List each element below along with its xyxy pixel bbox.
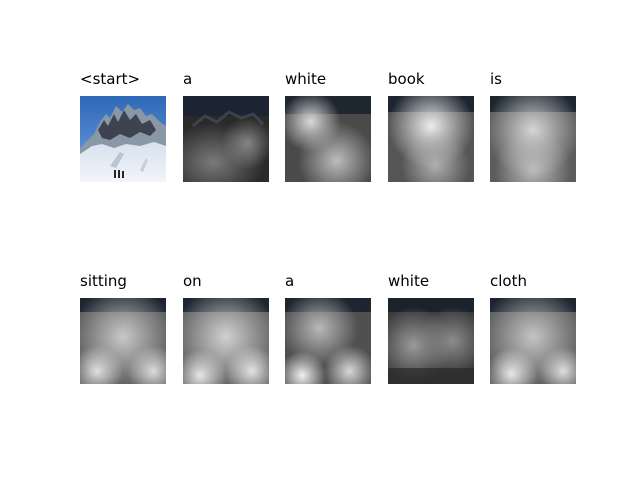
attention-map: [80, 298, 166, 384]
attention-map: [490, 96, 576, 182]
word-label: is: [490, 70, 502, 88]
attention-map: [388, 298, 474, 384]
word-label: <start>: [80, 70, 141, 88]
word-label: on: [183, 272, 202, 290]
word-label: a: [183, 70, 193, 88]
attention-map: [183, 96, 269, 182]
attention-map: [183, 298, 269, 384]
word-label: book: [388, 70, 425, 88]
attention-map: [285, 298, 371, 384]
attention-map: [490, 298, 576, 384]
word-label: white: [285, 70, 327, 88]
attention-map: [285, 96, 371, 182]
word-label: white: [388, 272, 430, 290]
original-image: [80, 96, 166, 182]
word-label: cloth: [490, 272, 527, 290]
word-label: a: [285, 272, 295, 290]
attention-map: [388, 96, 474, 182]
word-label: sitting: [80, 272, 127, 290]
